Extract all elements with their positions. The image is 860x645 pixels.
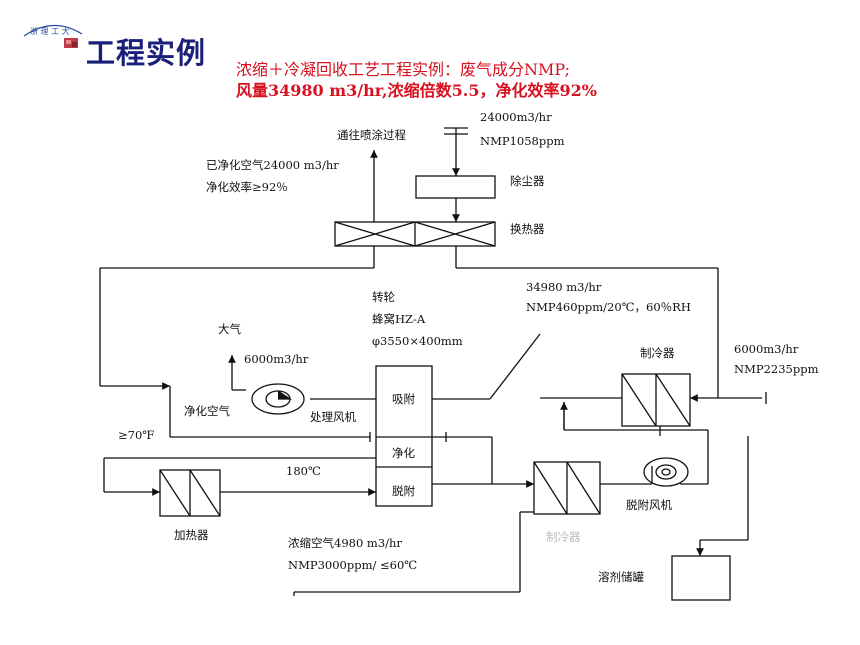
label-solvent-tank: 溶剂储罐 [598, 570, 644, 584]
label-inlet-flow: 24000m3/hr [480, 110, 552, 124]
process-fan-icon [251, 383, 305, 415]
label-mix-flow: 34980 m3/hr [526, 280, 602, 294]
label-heat-exchanger: 换热器 [510, 222, 545, 236]
dust-collector-box [415, 175, 496, 199]
label-clean-air-flow: 已净化空气24000 m3/hr [206, 158, 339, 172]
label-concentrated-air: 浓缩空气4980 m3/hr [288, 536, 402, 550]
label-conc-nmp: NMP3000ppm/ ≤60℃ [288, 558, 418, 572]
label-recycle-flow: 6000m3/hr [734, 342, 799, 356]
label-wheel: 转轮 [372, 290, 395, 304]
cooler-top-box [621, 373, 691, 427]
label-cooler-bottom: 制冷器 [546, 530, 581, 544]
cooler-bottom-box [533, 461, 601, 515]
label-recycle-conc: NMP2235ppm [734, 362, 819, 376]
label-adsorb: 吸附 [392, 392, 415, 406]
label-to-spray: 通往喷涂过程 [337, 128, 406, 142]
label-cooler-top: 制冷器 [640, 346, 675, 360]
label-clean-eff: 净化效率≥92％ [206, 180, 288, 194]
solvent-tank-box [671, 555, 731, 601]
label-atmosphere: 大气 [218, 322, 241, 336]
svg-text:浙 理 工 大: 浙 理 工 大 [30, 26, 70, 36]
label-desorb: 脱附 [392, 484, 415, 498]
label-wheel-size: φ3550×400mm [372, 334, 463, 348]
heat-exchanger-box [334, 221, 496, 247]
label-inlet-conc: NMP1058ppm [480, 134, 565, 148]
label-wheel-type: 蜂窝HZ-A [372, 312, 426, 326]
label-process-fan: 处理风机 [310, 410, 356, 424]
label-dust-collector: 除尘器 [510, 174, 545, 188]
desorb-fan-icon [643, 457, 689, 487]
label-mix-conc: NMP460ppm/20℃，60％RH [526, 300, 691, 314]
label-purified-air: 净化空气 [184, 404, 230, 418]
label-desorb-fan: 脱附风机 [626, 498, 672, 512]
label-purify: 净化 [392, 446, 415, 460]
heater-box [159, 469, 221, 517]
label-temp-70: ≥70℉ [118, 428, 155, 442]
label-temp-180: 180℃ [286, 464, 321, 478]
subtitle-line-2: 风量34980 m3/hr,浓缩倍数5.5，净化效率92% [236, 81, 597, 100]
rotor-wheel [375, 365, 433, 507]
university-logo-icon: 浙 理 工 大 [23, 24, 83, 48]
label-heater: 加热器 [174, 528, 209, 542]
page-title: 工程实例 [86, 36, 207, 70]
subtitle-line-1: 浓缩＋冷凝回收工艺工程实例：废气成分NMP; [236, 60, 570, 79]
label-exhaust-flow: 6000m3/hr [244, 352, 309, 366]
